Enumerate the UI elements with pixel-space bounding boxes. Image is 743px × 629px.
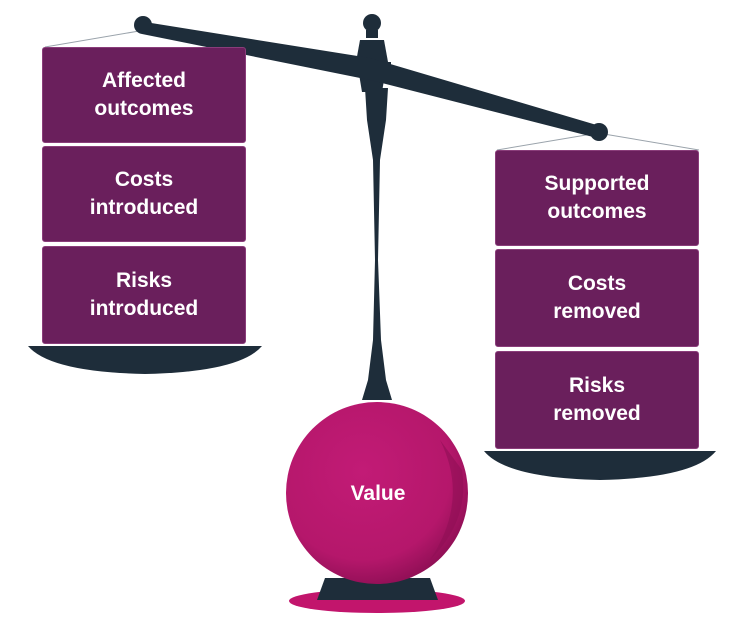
right-box-supported-outcomes: Supported outcomes xyxy=(495,150,699,246)
beam-left-knob xyxy=(134,16,152,34)
left-box-costs-introduced: Costs introduced xyxy=(42,146,246,242)
left-box-risks-introduced: Risks introduced xyxy=(42,246,246,344)
beam-right-knob xyxy=(590,123,608,141)
right-pan-strings xyxy=(496,132,700,151)
scale-pillar xyxy=(362,88,392,400)
ball-base xyxy=(317,578,438,600)
scale-beam xyxy=(142,22,600,138)
ball-highlight-shade xyxy=(430,440,464,560)
right-box-costs-removed: Costs removed xyxy=(495,249,699,347)
left-box-affected-outcomes: Affected outcomes xyxy=(42,47,246,143)
value-label: Value xyxy=(350,482,406,505)
right-pan xyxy=(484,451,716,480)
value-ball xyxy=(286,402,468,584)
right-box-risks-removed: Risks removed xyxy=(495,351,699,449)
left-pan xyxy=(28,346,262,374)
